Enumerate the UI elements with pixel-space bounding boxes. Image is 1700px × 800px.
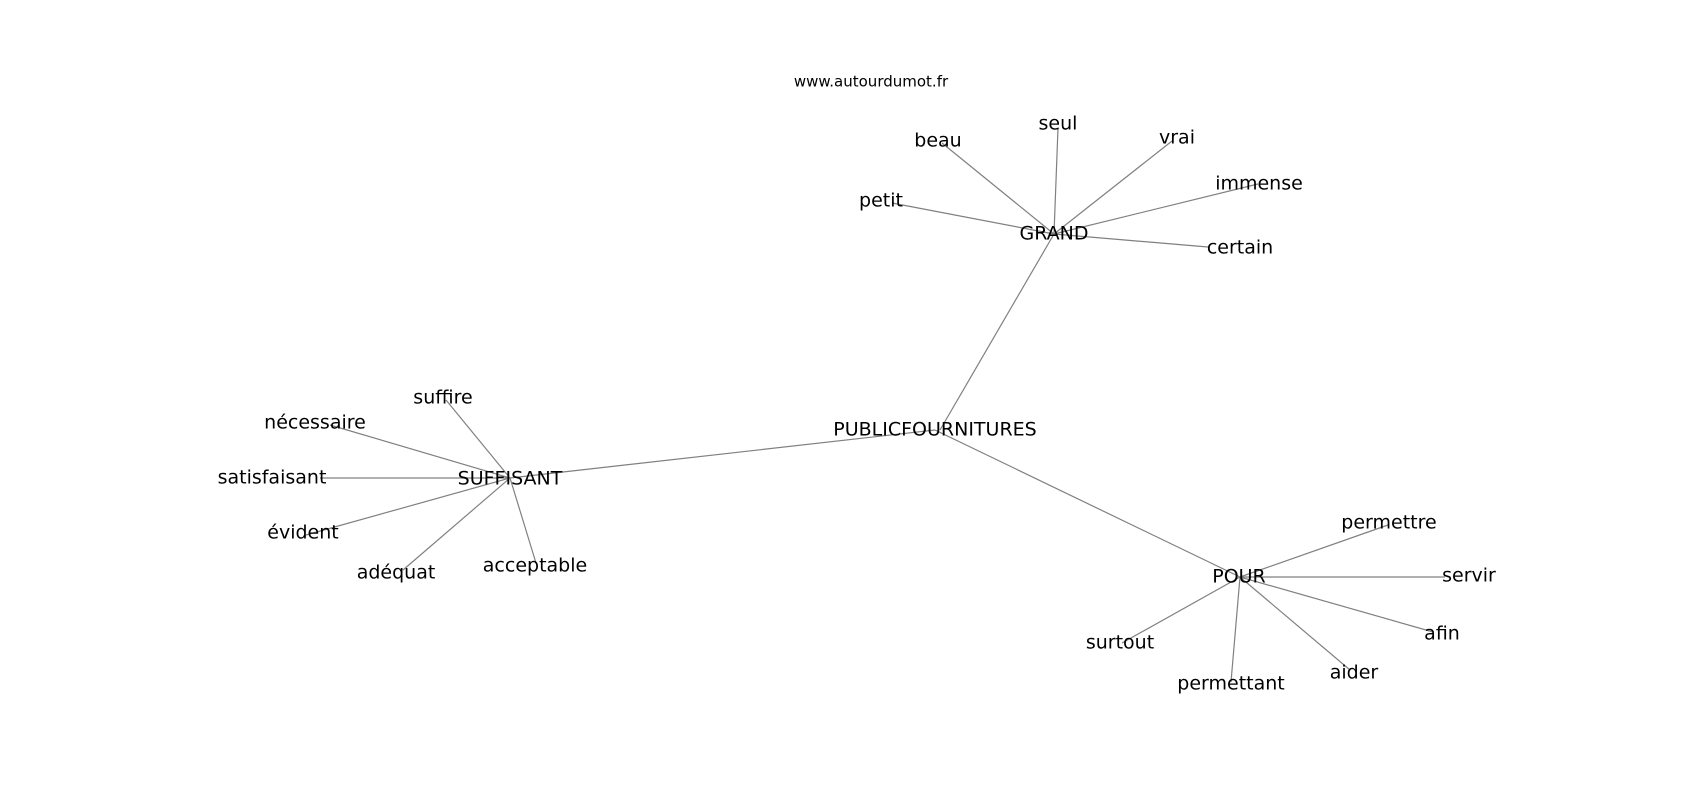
word-adequat: adéquat bbox=[357, 562, 436, 584]
word-acceptable: acceptable bbox=[483, 555, 587, 577]
word-immense: immense bbox=[1215, 173, 1303, 195]
edge-pour-afin bbox=[1239, 576, 1434, 633]
edge-grand-certain bbox=[1053, 233, 1209, 248]
edge-grand-immense bbox=[1053, 183, 1259, 235]
hub-suffisant-label: SUFFISANT bbox=[458, 468, 563, 490]
edge-suffisant-evident bbox=[305, 477, 511, 536]
center-node-label: PUBLICFOURNITURES bbox=[833, 419, 1036, 441]
word-vrai: vrai bbox=[1159, 127, 1195, 149]
edges bbox=[305, 127, 1445, 683]
word-beau: beau bbox=[914, 130, 961, 152]
hub-pour-label: POUR bbox=[1212, 566, 1266, 588]
word-surtout: surtout bbox=[1086, 632, 1154, 654]
word-aider: aider bbox=[1330, 662, 1379, 684]
word-servir: servir bbox=[1442, 565, 1496, 587]
word-necessaire: nécessaire bbox=[264, 412, 366, 434]
word-permettant: permettant bbox=[1177, 673, 1284, 695]
labels: www.autourdumot.fr PUBLICFOURNITURES GRA… bbox=[218, 73, 1496, 695]
edge-center-grand bbox=[939, 233, 1055, 431]
edge-pour-permettant bbox=[1230, 576, 1241, 683]
word-afin: afin bbox=[1424, 623, 1460, 645]
word-permettre: permettre bbox=[1341, 512, 1436, 534]
word-evident: évident bbox=[267, 522, 338, 544]
edge-grand-petit bbox=[891, 202, 1055, 235]
edge-center-suffisant bbox=[509, 429, 936, 479]
edge-pour-surtout bbox=[1121, 576, 1241, 644]
word-satisfaisant: satisfaisant bbox=[218, 467, 327, 489]
edge-pour-aider bbox=[1239, 576, 1351, 671]
edge-grand-vrai bbox=[1053, 140, 1173, 235]
edge-suffisant-necessaire bbox=[329, 424, 511, 479]
edge-suffisant-adequat bbox=[402, 477, 511, 571]
site-watermark: www.autourdumot.fr bbox=[794, 73, 949, 91]
word-certain: certain bbox=[1207, 237, 1273, 259]
edge-center-pour bbox=[934, 429, 1241, 578]
edge-suffisant-acceptable bbox=[509, 477, 537, 564]
edge-grand-beau bbox=[941, 142, 1055, 235]
word-petit: petit bbox=[859, 190, 903, 212]
edge-grand-seul bbox=[1053, 127, 1059, 235]
word-suffire: suffire bbox=[413, 387, 472, 409]
word-seul: seul bbox=[1039, 113, 1078, 135]
edge-suffisant-suffire bbox=[445, 399, 511, 479]
edge-pour-permettre bbox=[1239, 524, 1389, 578]
hub-grand-label: GRAND bbox=[1020, 223, 1089, 245]
